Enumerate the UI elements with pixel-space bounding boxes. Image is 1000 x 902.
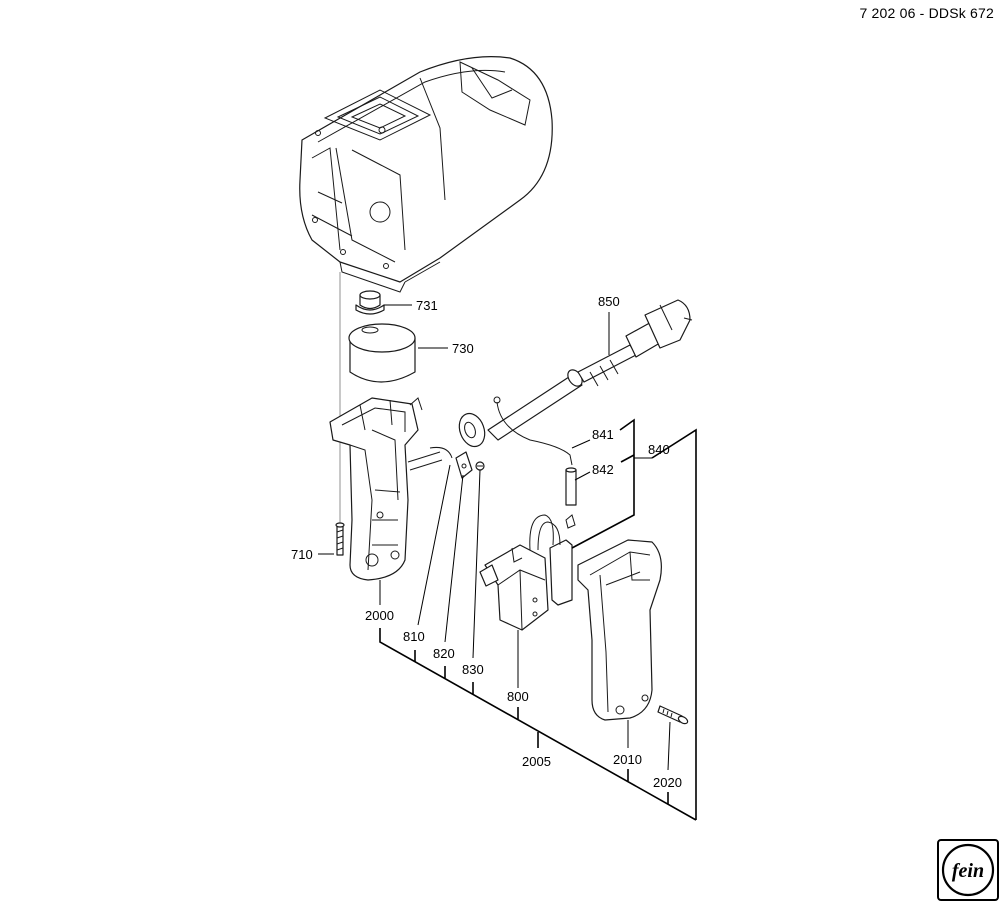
document-code: 7 202 06 - DDSk 672	[859, 5, 994, 21]
screw-710	[335, 522, 345, 556]
screw-830	[475, 461, 485, 471]
handle-half-2010	[577, 539, 662, 721]
part-label-841: 841	[592, 427, 614, 442]
part-label-840: 840	[648, 442, 670, 457]
grommet-731	[355, 290, 385, 315]
cable-clamp-810	[407, 447, 453, 471]
brand-logo-text: fein	[952, 860, 984, 882]
leader-lines	[318, 304, 671, 771]
assembly-bracket-2005	[379, 628, 697, 821]
terminal-820	[455, 451, 473, 479]
part-label-842: 842	[592, 462, 614, 477]
part-label-800: 800	[507, 689, 529, 704]
part-label-731: 731	[416, 298, 438, 313]
assembly-bracket-840	[571, 418, 697, 820]
switch-800	[479, 514, 576, 631]
part-label-2020: 2020	[653, 775, 682, 790]
power-cable-850	[458, 299, 693, 448]
fein-logo-icon: fein	[937, 839, 999, 901]
handle-half-2000	[329, 397, 423, 581]
motor-housing	[299, 56, 553, 293]
part-label-850: 850	[598, 294, 620, 309]
part-label-810: 810	[403, 629, 425, 644]
part-label-820: 820	[433, 646, 455, 661]
part-label-830: 830	[462, 662, 484, 677]
part-label-2000: 2000	[365, 608, 394, 623]
capacitor-730	[348, 323, 416, 383]
part-label-730: 730	[452, 341, 474, 356]
part-label-2005: 2005	[522, 754, 551, 769]
sleeve-842	[565, 467, 577, 506]
wire-841	[496, 401, 573, 466]
part-label-710: 710	[291, 547, 313, 562]
part-label-2010: 2010	[613, 752, 642, 767]
screw-2020	[657, 705, 689, 725]
